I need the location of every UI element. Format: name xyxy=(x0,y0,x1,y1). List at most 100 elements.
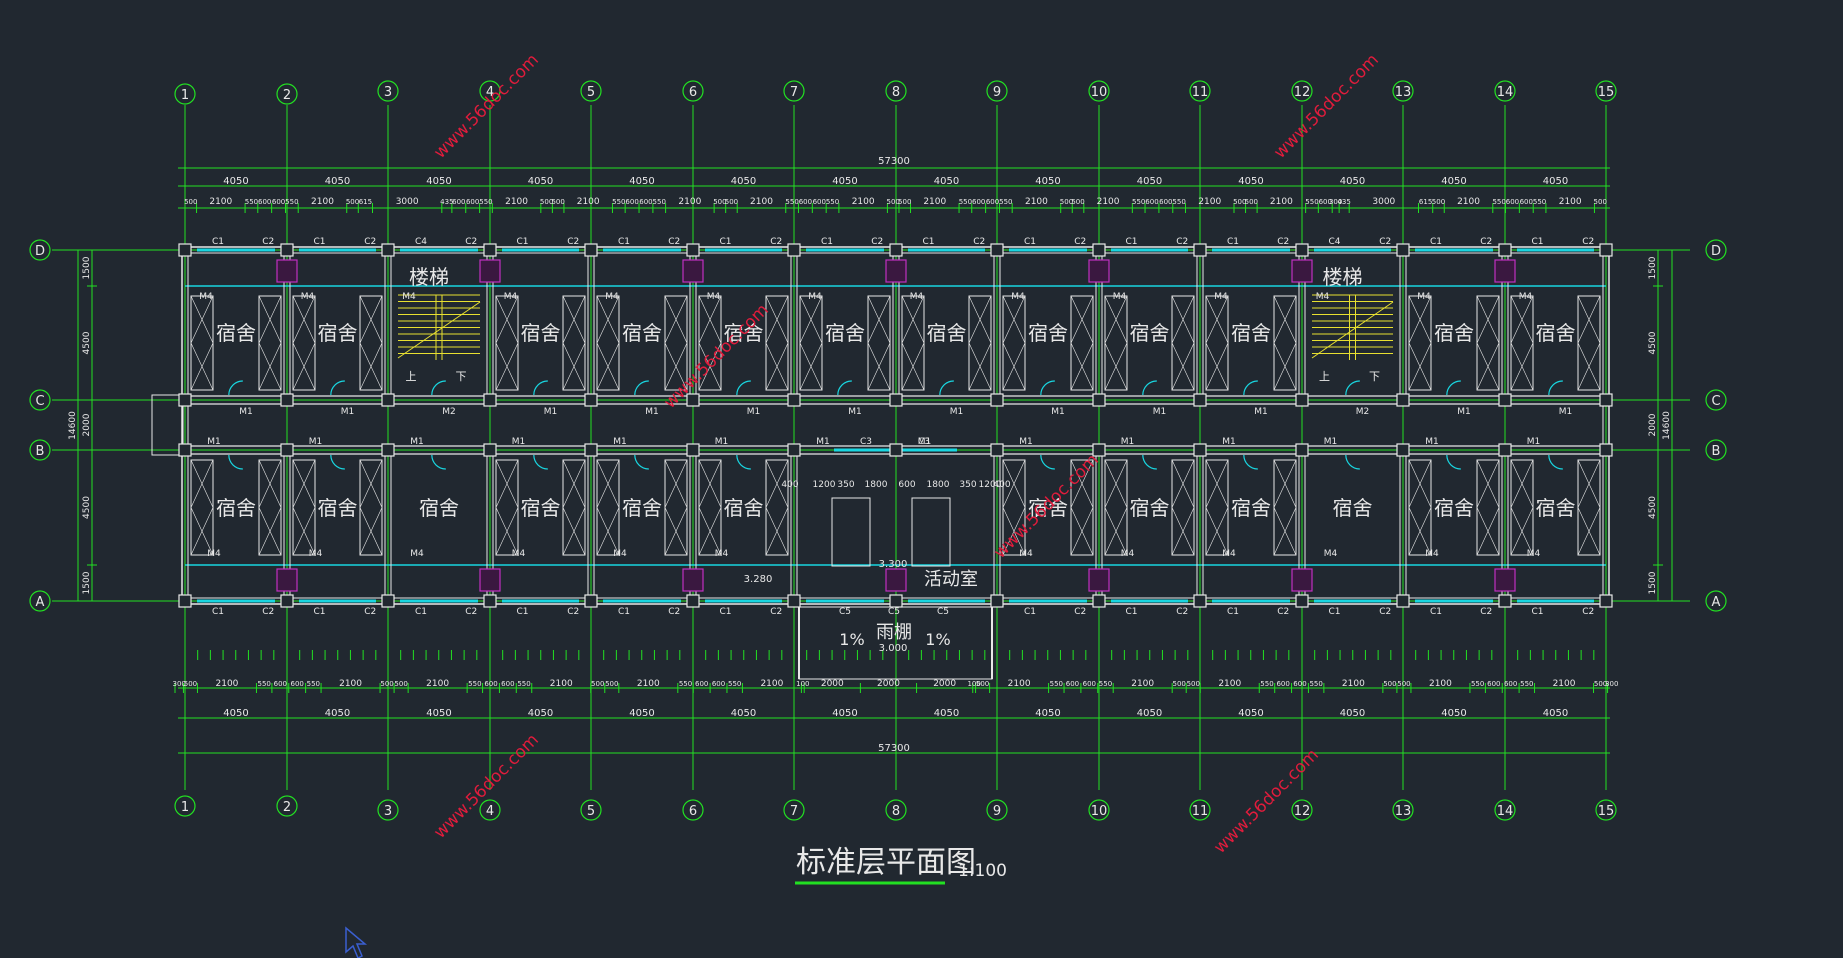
dim-text-top-detail: 600 xyxy=(1159,198,1172,206)
axis-bubble-top-2 xyxy=(276,83,298,105)
bed-line xyxy=(698,459,722,508)
bed xyxy=(1171,295,1195,391)
bed xyxy=(1205,459,1229,556)
doors xyxy=(228,380,1563,470)
axis-label-top-10: 10 xyxy=(1091,85,1108,100)
door-tag: M4 xyxy=(613,549,627,559)
column xyxy=(1599,243,1613,257)
axis-bubble-top-14 xyxy=(1494,80,1516,102)
column xyxy=(1295,393,1309,407)
window-tag: C1 xyxy=(516,237,528,247)
dorm-label: 宿舍 xyxy=(1434,321,1474,345)
axis-label-top-14: 14 xyxy=(1497,85,1514,100)
column xyxy=(889,443,903,457)
door-swing xyxy=(228,454,243,470)
door-swing xyxy=(431,454,446,470)
dorm-label: 宿舍 xyxy=(1434,496,1474,520)
dim-text-bottom-detail: 550 xyxy=(679,680,692,688)
dim-text-top-detail: 550 xyxy=(785,198,798,206)
dim-text-bottom-bay: 4050 xyxy=(325,708,350,719)
dim-text-bottom-detail: 550 xyxy=(257,680,270,688)
dorm-label: 宿舍 xyxy=(318,496,358,520)
dim-text-left-overall: 14600 xyxy=(68,411,78,440)
column xyxy=(1193,594,1207,608)
axis-bubble-top-7 xyxy=(783,80,805,102)
bed-line xyxy=(258,342,282,391)
bed xyxy=(1476,459,1500,556)
bed-line xyxy=(867,342,891,391)
dim-text-lobby: 1800 xyxy=(927,480,950,490)
bed xyxy=(1577,295,1601,391)
bed xyxy=(1408,295,1432,391)
stair-up-label: 上 xyxy=(406,370,417,383)
door-swing xyxy=(330,380,345,396)
axis-bubble-top-10 xyxy=(1088,80,1110,102)
column xyxy=(889,393,903,407)
axis-label-bottom-3: 3 xyxy=(384,804,392,819)
column xyxy=(1498,594,1512,608)
dim-text-bottom-detail: 2100 xyxy=(1342,679,1365,689)
dim-text-top-detail: 550 xyxy=(245,198,258,206)
dim-text-bottom-detail: 550 xyxy=(1520,680,1533,688)
door-tag: M1 xyxy=(309,437,323,447)
axis-bubble-bottom-13 xyxy=(1392,799,1414,821)
column xyxy=(1193,443,1207,457)
window-tag: C1 xyxy=(516,607,528,617)
window-tag: C2 xyxy=(262,607,274,617)
bed-line xyxy=(190,295,214,344)
door-tag: M1 xyxy=(1121,437,1135,447)
door-swing xyxy=(228,380,243,396)
bed-line xyxy=(562,459,586,508)
door-swing xyxy=(736,454,751,470)
dim-text-top-detail: 550 xyxy=(1492,198,1505,206)
door-tag: M1 xyxy=(239,407,253,417)
window-tag: C2 xyxy=(1176,237,1188,247)
door-swing xyxy=(1345,380,1360,396)
bed xyxy=(190,295,214,391)
dim-text-bottom-detail: 600 xyxy=(1083,680,1096,688)
door-tag: M1 xyxy=(341,407,355,417)
axis-label-bottom-5: 5 xyxy=(587,804,595,819)
dim-text-left-depth: 2000 xyxy=(82,413,92,436)
window-tag: C1 xyxy=(618,237,630,247)
dorm-label: 宿舍 xyxy=(622,321,662,345)
bed-line xyxy=(292,295,316,344)
bed-line xyxy=(799,342,823,391)
dorm-label: 宿舍 xyxy=(1231,496,1271,520)
dim-text-bottom-detail: 500 xyxy=(394,680,407,688)
window-tag: C2 xyxy=(465,607,477,617)
dim-text-top-bay: 4050 xyxy=(1340,176,1365,187)
axis-label-bottom-6: 6 xyxy=(689,804,697,819)
cursor-arrow-icon xyxy=(345,926,368,958)
level-label: 3.300 xyxy=(879,559,908,570)
dim-text-lobby-side: 400 xyxy=(993,480,1010,490)
axis-bubble-bottom-4 xyxy=(479,799,501,821)
bed-line xyxy=(968,295,992,344)
bed-line xyxy=(1205,295,1229,344)
axis-label-bottom-10: 10 xyxy=(1091,804,1108,819)
dorm-label: 宿舍 xyxy=(1536,321,1576,345)
axis-label-top-15: 15 xyxy=(1598,85,1615,100)
bed-line xyxy=(1510,507,1534,556)
bed xyxy=(1408,459,1432,556)
dim-text-top-detail: 2100 xyxy=(1097,197,1120,207)
dim-text-top-detail: 2100 xyxy=(1457,197,1480,207)
door-swing xyxy=(1142,454,1157,470)
dim-text-top-bay: 4050 xyxy=(528,176,553,187)
dim-text-bottom-detail: 600 xyxy=(484,680,497,688)
door-swing xyxy=(837,380,852,396)
door-swing xyxy=(1040,454,1055,470)
window-tag: C1 xyxy=(212,237,224,247)
window-tag: C1 xyxy=(1024,237,1036,247)
dim-text-top-detail: 2100 xyxy=(1559,197,1582,207)
dim-text-top-detail: 500 xyxy=(540,198,553,206)
axis-bubble-top-8 xyxy=(885,80,907,102)
door-tag: M1 xyxy=(1153,407,1167,417)
bed-line xyxy=(1205,507,1229,556)
dim-text-top-detail: 500 xyxy=(1594,198,1607,206)
window-tag: C2 xyxy=(1379,607,1391,617)
dim-text-top-bay: 4050 xyxy=(1238,176,1263,187)
door-tag: M1 xyxy=(1425,437,1439,447)
bed xyxy=(1510,295,1534,391)
